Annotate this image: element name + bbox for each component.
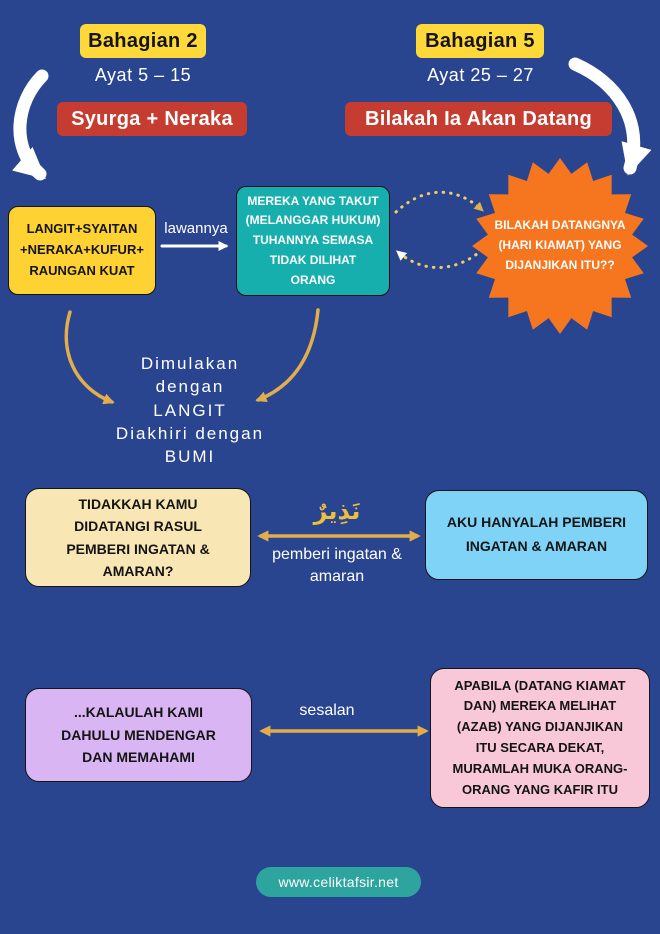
note-dimulakan-langit-bumi: Dimulakan dengan LANGIT Diakhiri dengan …	[100, 353, 280, 469]
box-line: TIDAK DILIHAT	[269, 252, 357, 267]
topic-badge-syurga-neraka: Syurga + Neraka	[57, 102, 247, 136]
box-line: AKU HANYALAH PEMBERI	[446, 514, 627, 531]
box-line: (AZAB) YANG DIJANJIKAN	[456, 719, 624, 735]
note-line: Diakhiri dengan	[115, 423, 265, 443]
label-pemberi-ingatan-amaran: pemberi ingatan & amaran	[252, 544, 422, 587]
box-mereka-yang-takut: MEREKA YANG TAKUT (MELANGGAR HUKUM) TUHA…	[236, 186, 390, 296]
note-line: LANGIT	[153, 400, 227, 420]
box-aku-hanyalah-pemberi: AKU HANYALAH PEMBERI INGATAN & AMARAN	[425, 490, 648, 580]
ayat-range-right: Ayat 25 – 27	[427, 65, 534, 85]
label-line: amaran	[309, 567, 365, 585]
box-line: +NERAKA+KUFUR+	[20, 242, 144, 258]
box-line: MURAMLAH MUKA ORANG-	[452, 760, 628, 776]
box-line: APABILA (DATANG KIAMAT	[454, 677, 626, 693]
label-sesalan: sesalan	[299, 702, 355, 719]
box-line: AMARAN?	[102, 562, 174, 579]
note-line: Dimulakan	[140, 354, 240, 373]
note-line: dengan	[155, 377, 225, 397]
topic-badge-bilakah-datang: Bilakah Ia Akan Datang	[345, 102, 612, 136]
starburst-text: BILAKAH DATANGNYA (HARI KIAMAT) YANG DIJ…	[486, 172, 634, 320]
badge-bahagian-2: Bahagian 2	[80, 24, 206, 58]
box-line: LANGIT+SYAITAN	[26, 221, 138, 237]
box-line: DAHULU MENDENGAR	[61, 726, 216, 743]
starburst-question-badge: BILAKAH DATANGNYA (HARI KIAMAT) YANG DIJ…	[472, 158, 648, 334]
box-line: ORANG YANG KAFIR ITU	[461, 781, 618, 797]
box-line: (MELANGGAR HUKUM)	[245, 213, 381, 228]
box-kalaulah-kami: ...KALAULAH KAMI DAHULU MENDENGAR DAN ME…	[25, 688, 252, 782]
box-line: DAN MEMAHAMI	[82, 749, 195, 766]
box-line: DAN) MEREKA MELIHAT	[463, 698, 617, 714]
arabic-nadhir-text: نَذِيرٌ	[313, 497, 361, 525]
box-langit-syaitan: LANGIT+SYAITAN +NERAKA+KUFUR+ RAUNGAN KU…	[8, 206, 156, 295]
box-tidakkah-kamu: TIDAKKAH KAMU DIDATANGI RASUL PEMBERI IN…	[25, 488, 251, 587]
starburst-shape-icon	[472, 158, 648, 334]
box-line: DIJANJIKAN ITU??	[505, 257, 615, 272]
label-line: pemberi ingatan &	[272, 546, 402, 563]
badge-bahagian-5: Bahagian 5	[416, 24, 544, 58]
box-line: ...KALAULAH KAMI	[73, 704, 204, 721]
dotted-arrow-to-starburst-icon	[394, 190, 484, 214]
box-line: (HARI KIAMAT) YANG	[498, 238, 622, 253]
ayat-range-left: Ayat 5 – 15	[94, 65, 192, 85]
box-line: TUHANNYA SEMASA	[252, 233, 374, 248]
box-line: BILAKAH DATANGNYA	[494, 218, 626, 233]
note-line: BUMI	[164, 447, 216, 466]
box-line: ITU SECARA DEKAT,	[475, 740, 605, 755]
box-line: INGATAN & AMARAN	[465, 538, 608, 554]
box-line: RAUNGAN KUAT	[29, 262, 135, 278]
box-line: TIDAKKAH KAMU	[78, 495, 198, 512]
box-apabila-datang-kiamat: APABILA (DATANG KIAMAT DAN) MEREKA MELIH…	[430, 668, 650, 808]
website-link[interactable]: www.celiktafsir.net	[256, 867, 421, 897]
arrow-down-left-icon	[12, 69, 49, 181]
box-line: ORANG	[290, 272, 336, 287]
dotted-arrow-to-teal-box-icon	[396, 248, 484, 269]
label-lawannya: lawannya	[164, 220, 228, 237]
box-line: DIDATANGI RASUL	[74, 518, 202, 535]
box-line: PEMBERI INGATAN &	[66, 540, 210, 557]
box-line: MEREKA YANG TAKUT	[247, 193, 379, 208]
